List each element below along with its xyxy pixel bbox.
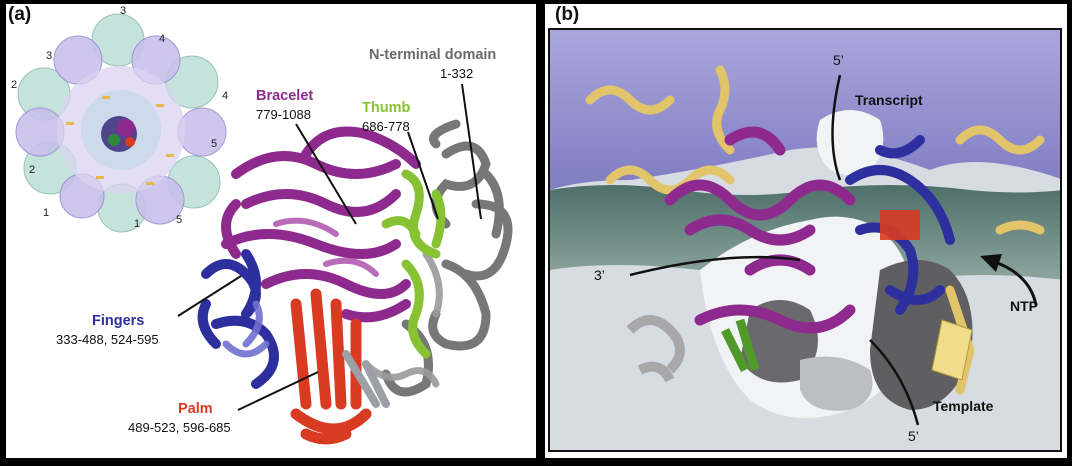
hexamer-number: 2	[11, 79, 18, 91]
ntp-arrow	[980, 254, 1038, 306]
n-terminal-domain-range: 1-332	[440, 66, 474, 81]
panel-b: (b)	[545, 4, 1067, 458]
panel-a: (a)	[6, 4, 536, 458]
hexamer-number: 1	[134, 218, 141, 230]
bracelet-range: 779-1088	[256, 107, 311, 122]
five-prime-bottom-label: 5’	[908, 428, 919, 444]
panel-b-label: (b)	[555, 4, 580, 25]
panel-a-structures	[15, 13, 513, 445]
transcript-label: Transcript	[855, 92, 923, 108]
polymerase-ribbon-image	[197, 119, 513, 445]
hexamer-number: 4	[222, 90, 229, 102]
leader-lines-a	[177, 83, 482, 411]
hexamer-number: 5	[211, 138, 218, 150]
hexamer-number: 1	[43, 207, 50, 219]
template-label: Template	[933, 398, 994, 414]
ntp-label: NTP	[1010, 298, 1038, 314]
n-terminal-domain-label: N-terminal domain	[369, 47, 497, 63]
hexamer-number: 2	[29, 164, 36, 176]
three-prime-label: 3’	[594, 267, 605, 283]
hexamer-number: 3	[120, 5, 127, 17]
panel-b-structure	[550, 30, 1060, 450]
fingers-range: 333-488, 524-595	[56, 332, 159, 347]
palm-label: Palm	[178, 401, 213, 417]
hexamer-number: 5	[176, 214, 183, 226]
hexamer-number: 4	[159, 33, 166, 45]
fingers-label: Fingers	[92, 313, 145, 329]
palm-range: 489-523, 596-685	[128, 420, 231, 435]
panel-b-frame: 5’ Transcript 3’ NTP Template 5’	[548, 28, 1062, 452]
hexamer-ring-image	[15, 13, 227, 233]
leader-lines-b	[629, 74, 920, 426]
five-prime-top-label: 5’	[833, 52, 844, 68]
thumb-label: Thumb	[362, 100, 411, 116]
hexamer-number: 3	[46, 50, 53, 62]
thumb-range: 686-778	[362, 119, 410, 134]
bracelet-label: Bracelet	[256, 88, 314, 104]
panel-a-label: (a)	[8, 4, 32, 25]
